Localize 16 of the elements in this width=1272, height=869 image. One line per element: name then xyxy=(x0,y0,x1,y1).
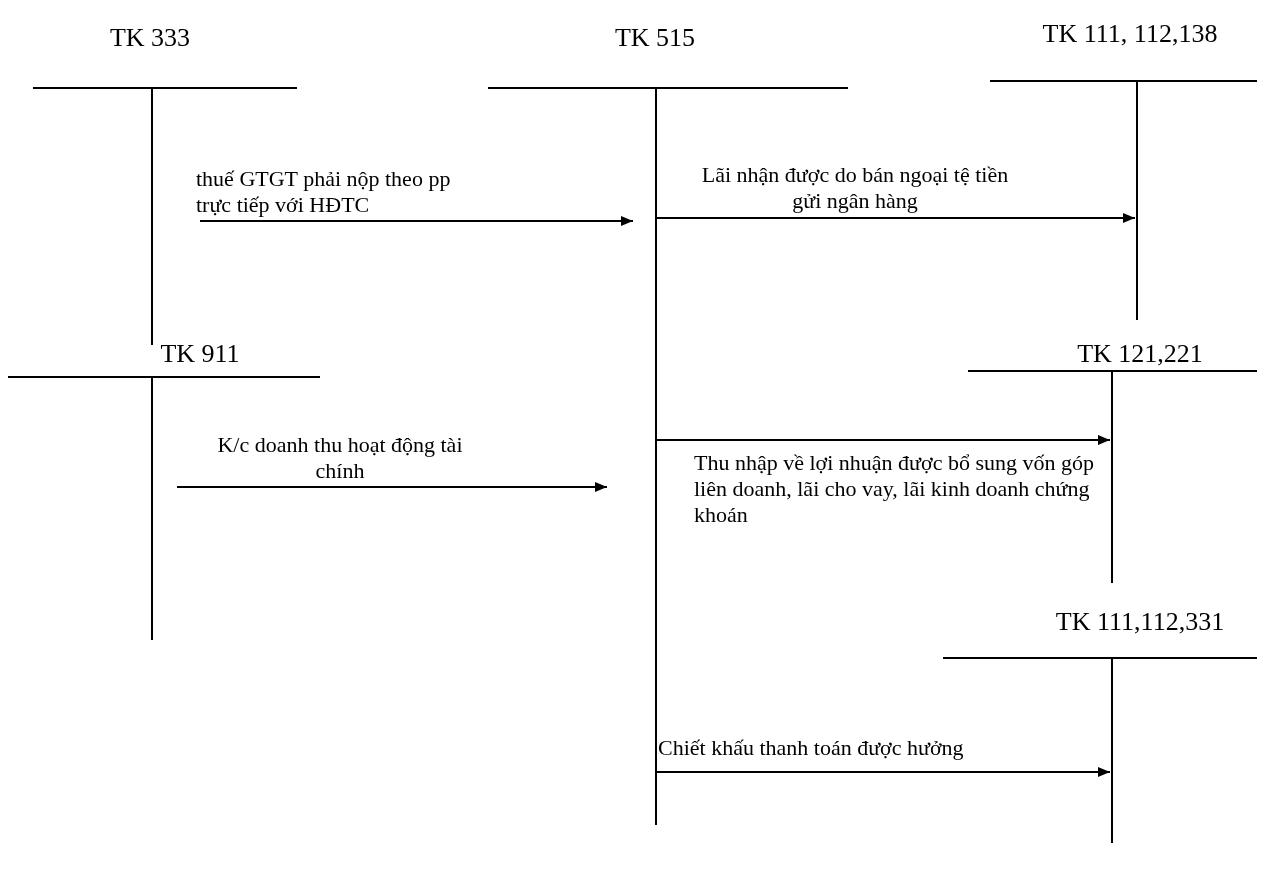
account-title: TK 121,221 xyxy=(1077,338,1203,370)
arrow xyxy=(655,213,1136,223)
account-title: TK 111, 112,138 xyxy=(1042,18,1218,50)
arrow xyxy=(655,767,1111,777)
edge-label: thuế GTGT phải nộp theo pp trực tiếp với HĐTC xyxy=(196,166,452,218)
account-title: TK 111,112,331 xyxy=(1055,606,1225,638)
arrow xyxy=(655,435,1111,445)
arrow xyxy=(176,482,608,492)
edge-label: Chiết khấu thanh toán được hưởng xyxy=(658,735,965,761)
arrow xyxy=(199,216,634,226)
edge-label: K/c doanh thu hoạt động tài chính xyxy=(216,432,464,484)
account-title: TK 333 xyxy=(109,22,191,54)
account-title: TK 911 xyxy=(160,338,240,370)
edge-label: Lãi nhận được do bán ngoại tệ tiền gửi ngân hàng xyxy=(700,162,1010,214)
edge-label: Thu nhập về lợi nhuận được bổ sung vốn góp liên doanh, lãi cho vay, lãi kinh doanh chứng khoán xyxy=(694,450,1095,528)
account-title: TK 515 xyxy=(614,22,696,54)
